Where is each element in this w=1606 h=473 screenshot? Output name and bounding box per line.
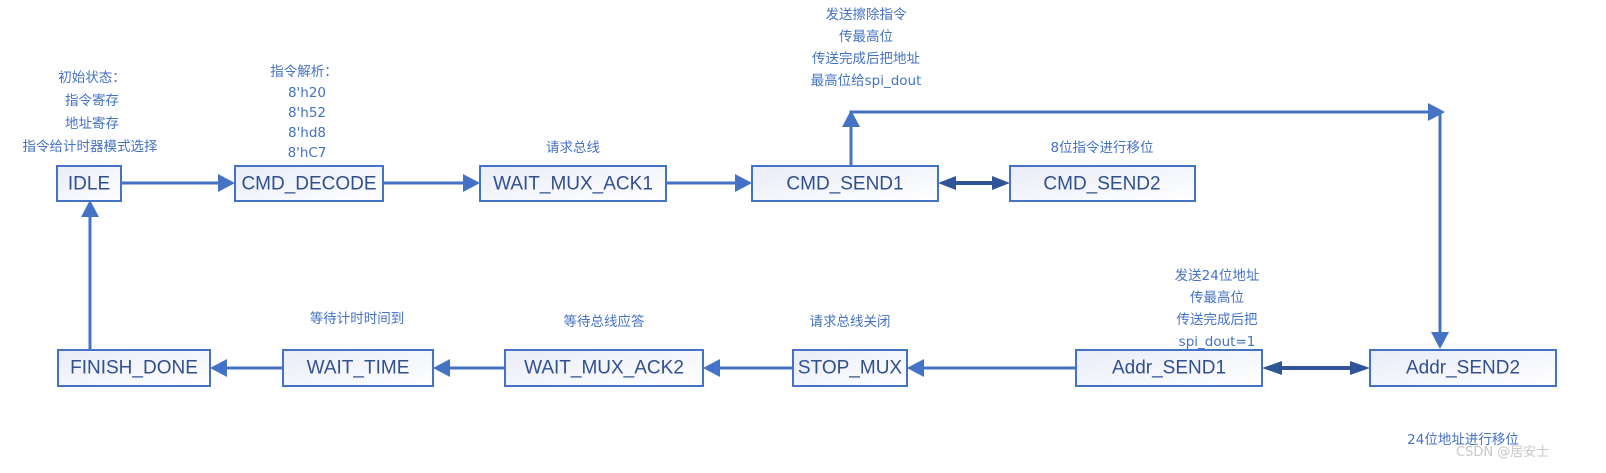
note-line: 地址寄存 [65, 115, 119, 132]
note-line: spi_dout=1 [1179, 334, 1256, 350]
arrow-wait-time-to-finish-done [210, 359, 283, 377]
arrow-idle-to-cmd-decode [121, 174, 235, 192]
state-wait-mux-ack2[interactable]: WAIT_MUX_ACK2 [504, 349, 704, 387]
note-stop-mux: 请求总线关闭 [810, 314, 891, 330]
note-line: 8'h20 [288, 85, 326, 101]
note-wait-mux-ack2: 等待总线应答 [564, 313, 645, 330]
arrow-cmd-decode-to-wait-mux-ack1 [383, 174, 480, 192]
state-label: CMD_SEND1 [786, 174, 903, 195]
state-cmd-send2[interactable]: CMD_SEND2 [1009, 165, 1196, 202]
state-stop-mux[interactable]: STOP_MUX [792, 349, 908, 387]
note-line: 指令寄存 [65, 92, 119, 109]
state-label: CMD_DECODE [241, 174, 376, 195]
note-line: 传送完成后把地址 [812, 51, 920, 67]
state-wait-mux-ack1[interactable]: WAIT_MUX_ACK1 [479, 165, 667, 202]
note-line: 指令给计时器模式选择 [23, 139, 158, 155]
note-wait-time: 等待计时时间到 [310, 310, 405, 327]
arrow-wait-mux-ack2-to-wait-time [433, 359, 505, 377]
state-addr-send1[interactable]: Addr_SEND1 [1075, 349, 1263, 387]
arrow-addr-send1-to-stop-mux [907, 359, 1076, 377]
note-cmd-decode: 指令解析： 8'h20 8'h52 8'hd8 8'hC7 [270, 64, 338, 161]
note-line: 初始状态： [58, 69, 126, 86]
note-cmd-send2: 8位指令进行移位 [1050, 140, 1153, 156]
note-addr-send1: 发送24位地址 传最高位 传送完成后把 spi_dout=1 [1175, 268, 1260, 350]
note-cmd-send1: 发送擦除指令 传最高位 传送完成后把地址 最高位给spi_dout [811, 6, 922, 89]
note-idle: 初始状态： 指令寄存 地址寄存 指令给计时器模式选择 [23, 69, 158, 155]
state-addr-send2[interactable]: Addr_SEND2 [1369, 349, 1557, 387]
state-label: STOP_MUX [798, 358, 903, 379]
state-finish-done[interactable]: FINISH_DONE [57, 349, 211, 387]
arrow-finish-done-to-idle [81, 200, 99, 349]
state-label: WAIT_TIME [307, 358, 410, 379]
state-cmd-decode[interactable]: CMD_DECODE [234, 165, 384, 202]
arrow-wait-mux-ack1-to-cmd-send1 [666, 174, 752, 192]
note-line: 发送擦除指令 [826, 6, 907, 23]
note-addr-send2: 24位地址进行移位 [1407, 432, 1519, 448]
note-line: 传最高位 [1190, 289, 1244, 306]
note-line: 传最高位 [839, 28, 893, 45]
state-label: WAIT_MUX_ACK2 [524, 358, 684, 379]
watermark: CSDN @居安士 [1456, 445, 1549, 460]
state-label: Addr_SEND1 [1112, 358, 1226, 379]
state-label: CMD_SEND2 [1043, 174, 1160, 195]
note-line: 发送24位地址 [1175, 268, 1260, 284]
arrow-stop-mux-to-wait-mux-ack2 [703, 359, 793, 377]
double-arrow-cmd-send [938, 176, 1010, 190]
note-wait-mux-ack1: 请求总线 [546, 140, 600, 156]
note-line: 指令解析： [270, 64, 338, 80]
state-label: WAIT_MUX_ACK1 [493, 174, 653, 195]
note-line: 传送完成后把 [1177, 312, 1258, 328]
state-label: Addr_SEND2 [1406, 358, 1520, 379]
note-line: 最高位给spi_dout [811, 72, 922, 89]
note-line: 8'hd8 [288, 125, 326, 141]
note-line: 8'hC7 [288, 145, 327, 161]
state-label: IDLE [68, 174, 110, 195]
arrow-cmd-send1-to-addr-send2 [842, 103, 1449, 349]
state-idle[interactable]: IDLE [56, 165, 122, 202]
double-arrow-addr-send [1262, 361, 1370, 375]
state-label: FINISH_DONE [70, 358, 198, 379]
state-wait-time[interactable]: WAIT_TIME [282, 349, 434, 387]
note-line: 8'h52 [288, 105, 326, 121]
state-cmd-send1[interactable]: CMD_SEND1 [751, 165, 939, 202]
